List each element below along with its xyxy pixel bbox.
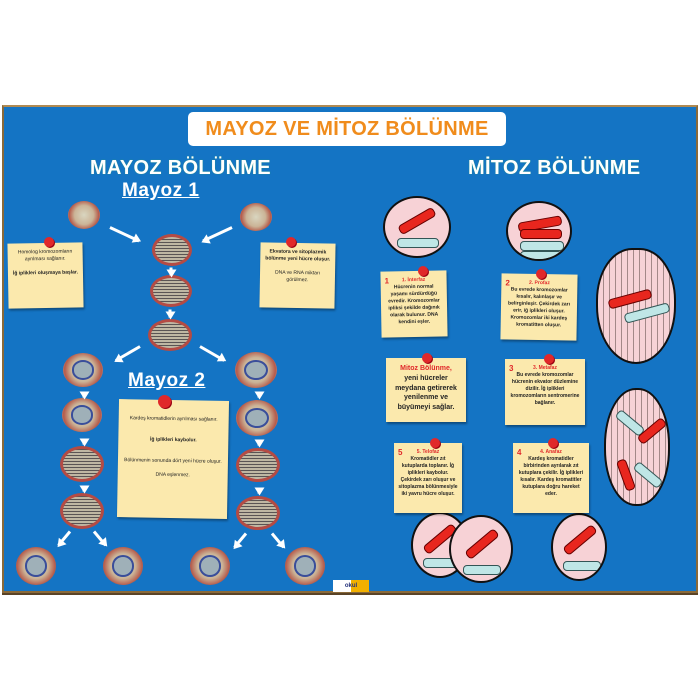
pin-icon (422, 353, 432, 363)
pin-icon (544, 354, 554, 364)
pin-icon (536, 269, 546, 279)
poster-title-box: MAYOZ VE MİTOZ BÖLÜNME (188, 112, 506, 146)
mitoz-metaphase-cell (596, 248, 676, 364)
mayoz1-label: Mayoz 1 (122, 180, 200, 201)
mitoz-section-title: MİTOZ BÖLÜNME (468, 157, 641, 179)
m2-left-cell-4 (60, 493, 104, 529)
mitoz-note-5: 5 5. Telofaz Kromatidler zıt kutuplarda … (394, 443, 462, 513)
m2-right-cell-3 (236, 448, 280, 482)
arrow-icon (168, 309, 172, 318)
daughter-cell-3 (190, 547, 230, 585)
arrow-icon (82, 438, 86, 445)
m2-right-cell-2 (236, 400, 278, 436)
parent-cell-right (240, 203, 272, 231)
mitoz-note-1: 1 1. İnterfaz Hücrenin normal yaşamı sür… (380, 270, 448, 338)
m2-right-cell-4 (236, 496, 280, 530)
pin-icon (286, 237, 296, 247)
pin-icon (158, 395, 171, 408)
daughter-cell-2 (103, 547, 143, 585)
arrow-icon (257, 439, 261, 446)
anaphase-cell (148, 319, 192, 351)
arrow-icon (257, 391, 261, 398)
mayoz2-label: Mayoz 2 (128, 370, 206, 391)
parent-cell-left (68, 201, 100, 229)
brand-logo: okul (333, 580, 369, 592)
arrow-icon (257, 487, 261, 494)
m2-right-cell-1 (235, 352, 277, 388)
poster-title: MAYOZ VE MİTOZ BÖLÜNME (205, 117, 489, 140)
pin-icon (548, 438, 558, 448)
m2-left-cell-3 (60, 446, 104, 482)
mitoz-note-4: 4 4. Anafaz Kardeş kromatidler birbirind… (513, 443, 589, 513)
mayoz1-note-right: Ekvatora ve sitoplazmik bölünme yeni hüc… (259, 242, 336, 309)
mitoz-daughter-cell (551, 513, 607, 581)
mitoz-note-2: 2 2. Profaz Bu evrede kromozomlar kısalı… (500, 273, 578, 341)
arrow-icon (82, 391, 86, 398)
mayoz-section-title: MAYOZ BÖLÜNME (90, 157, 271, 179)
pin-icon (44, 237, 54, 247)
daughter-cell-4 (285, 547, 325, 585)
arrow-icon (169, 267, 173, 276)
mayoz1-note-left: Homolog kromozomların ayrılması sağlanır… (7, 242, 84, 309)
daughter-cell-1 (16, 547, 56, 585)
mitoz-note-center: Mitoz Bölünme, yeni hücreler meydana get… (386, 358, 466, 422)
prophase-cell (152, 234, 192, 266)
mitoz-note-3: 3 3. Metafaz Bu evrede kromozomlar hücre… (505, 359, 585, 425)
pin-icon (430, 438, 440, 448)
mitoz-anaphase-cell (604, 388, 670, 506)
arrow-icon (82, 485, 86, 492)
pin-icon (418, 266, 428, 276)
mitoz-prophase-cell (506, 201, 572, 261)
mitoz-telophase-cell-2 (449, 515, 513, 583)
mitoz-interphase-cell (383, 196, 451, 258)
m2-left-cell-1 (63, 353, 103, 387)
m2-left-cell-2 (62, 398, 102, 432)
metaphase-cell (150, 275, 192, 307)
mayoz2-note: Kardeş kromatidlerin ayrılması sağlanır.… (116, 399, 230, 519)
